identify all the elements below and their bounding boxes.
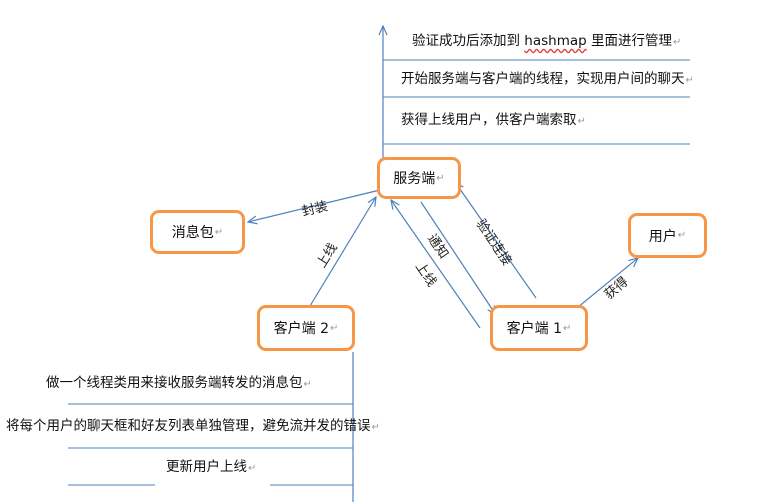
server-note-1: 验证成功后添加到 hashmap 里面进行管理↵ <box>412 33 682 49</box>
server-node: 服务端↵ <box>377 157 461 199</box>
client-note-3: 更新用户上线↵ <box>166 459 257 475</box>
client-note-1: 做一个线程类用来接收服务端转发的消息包↵ <box>46 375 312 391</box>
edge-client1-to-server-verify <box>455 182 537 299</box>
client-note-2: 将每个用户的聊天框和好友列表单独管理，避免流并发的错误↵ <box>6 418 380 434</box>
edge-server-to-client1 <box>420 201 496 315</box>
client1-node: 客户端 1↵ <box>490 305 588 351</box>
server-note-2: 开始服务端与客户端的线程，实现用户间的聊天↵ <box>401 71 694 87</box>
message-packet-node: 消息包↵ <box>150 210 245 254</box>
client2-node: 客户端 2↵ <box>257 305 355 351</box>
edge-client2-to-server <box>309 197 376 307</box>
server-note-1-keyword: hashmap <box>524 33 587 49</box>
server-note-3: 获得上线用户，供客户端索取↵ <box>401 112 586 128</box>
user-node: 用户↵ <box>628 213 707 258</box>
edge-client1-to-server-online <box>391 200 481 329</box>
edge-client1-to-user <box>571 258 638 313</box>
edge-server-to-packet <box>248 189 381 222</box>
